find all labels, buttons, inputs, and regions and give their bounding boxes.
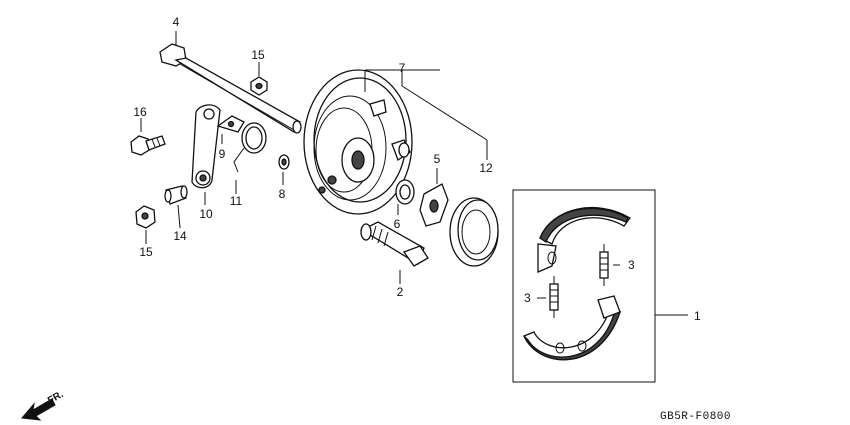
callout-6: 6 (394, 217, 401, 231)
indicator-plate (419, 168, 449, 227)
callout-8: 8 (279, 187, 286, 201)
direction-label: FR. (46, 389, 66, 407)
callout-12: 12 (479, 161, 493, 175)
callout-1: 1 (694, 309, 701, 323)
front-direction-arrow: FR. (21, 389, 66, 421)
callout-3-lower: 3 (524, 291, 531, 305)
dust-seal (449, 197, 499, 267)
callout-14: 14 (173, 229, 187, 243)
brake-cam (360, 221, 429, 284)
seal-washer (395, 179, 415, 215)
callout-15: 15 (139, 245, 153, 259)
shoe-spring (599, 244, 620, 286)
brake-arm (191, 104, 221, 205)
shoe-spring (537, 276, 559, 318)
nut (250, 62, 268, 96)
callout-3-upper: 3 (628, 258, 635, 272)
callout-9: 9 (219, 147, 226, 161)
callout-16: 16 (133, 105, 147, 119)
callout-10: 10 (199, 207, 213, 221)
small-bolt (130, 118, 166, 156)
callout-7: 7 (399, 61, 406, 75)
callout-11: 11 (230, 194, 243, 208)
callout-5: 5 (434, 152, 441, 166)
washer (278, 154, 290, 185)
diagram-code: GB5R-F0800 (660, 411, 731, 423)
brake-shoe-set (512, 189, 688, 383)
collar (164, 185, 188, 229)
return-spring (233, 122, 267, 194)
callout-2: 2 (397, 285, 404, 299)
wear-indicator (216, 115, 245, 144)
callout-bracket (364, 69, 488, 160)
callout-13: 15 (251, 48, 265, 62)
cap-nut (135, 205, 156, 244)
callout-4: 4 (173, 15, 180, 29)
brake-panel (303, 69, 413, 215)
axle-bolt (159, 31, 302, 134)
